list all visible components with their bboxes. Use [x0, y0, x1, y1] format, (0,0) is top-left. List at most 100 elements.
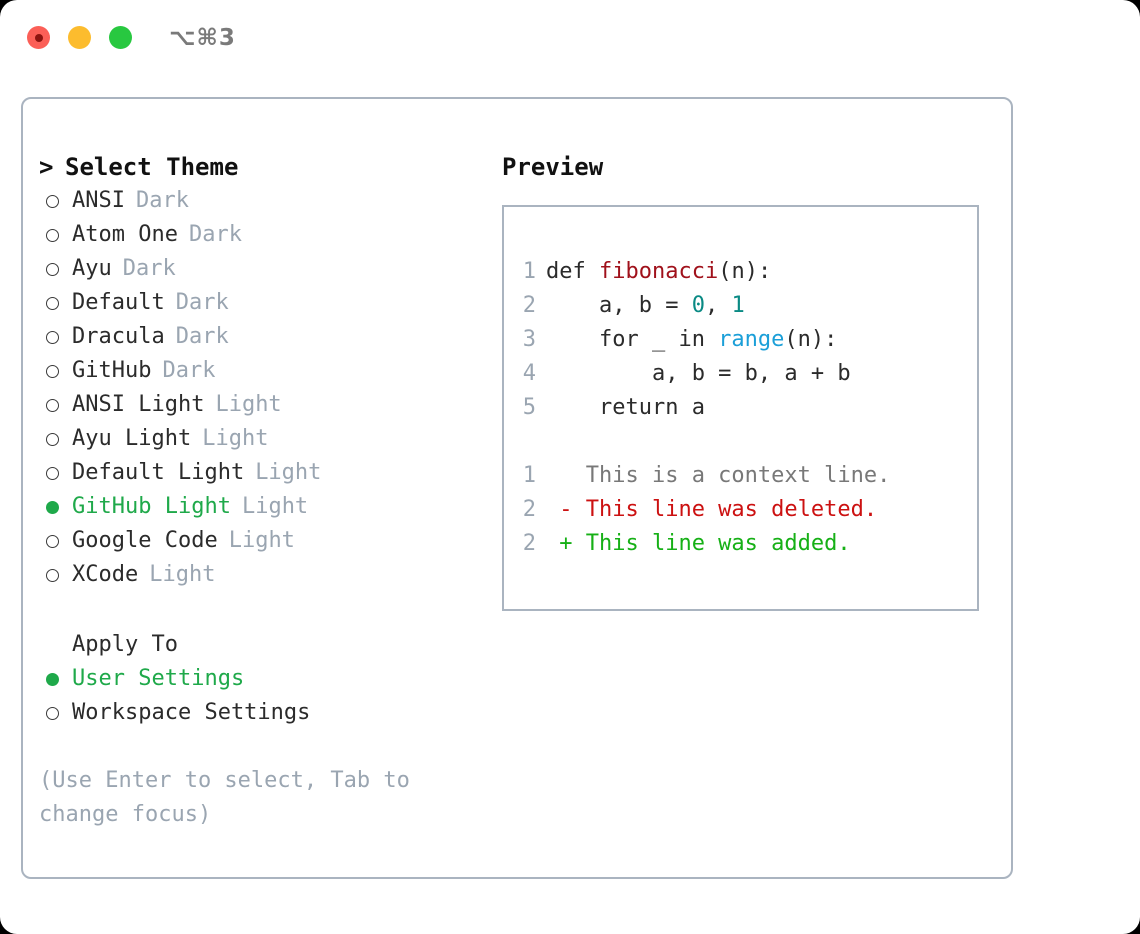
theme-variant-tag: Light — [215, 392, 282, 417]
apply-to-label: Workspace Settings — [72, 700, 311, 725]
diff-sample: 1 This is a context line.2 - This line w… — [504, 459, 977, 561]
radio-unselected-icon — [46, 706, 59, 720]
diff-text-add: + This line was added. — [546, 531, 851, 556]
apply-to-option[interactable]: User Settings — [39, 662, 489, 696]
theme-variant-tag: Dark — [135, 188, 189, 213]
code-line: 3 for _ in range(n): — [504, 323, 977, 357]
code-token-call: range — [718, 327, 785, 352]
diff-line: 1 This is a context line. — [504, 459, 977, 493]
diff-line: 2 + This line was added. — [504, 527, 977, 561]
theme-list-item[interactable]: Dracula Dark — [39, 320, 489, 354]
diff-text-ctx: This is a context line. — [546, 463, 891, 488]
theme-name: ANSI Light — [72, 392, 205, 417]
radio-unselected-icon — [46, 364, 59, 378]
theme-variant-tag: Light — [241, 494, 309, 519]
theme-name: GitHub — [72, 358, 152, 383]
theme-variant-tag: Dark — [188, 222, 242, 247]
code-token-fn: fibonacci — [598, 259, 719, 284]
line-number: 2 — [522, 497, 536, 522]
code-line: 2 a, b = 0, 1 — [504, 289, 977, 323]
theme-name: Google Code — [72, 528, 218, 553]
line-number: 4 — [522, 361, 536, 386]
radio-unselected-icon — [46, 194, 59, 208]
diff-line: 2 - This line was deleted. — [504, 493, 977, 527]
title-bar: ⌥⌘3 — [0, 0, 1140, 78]
code-token-plain: (n): — [718, 259, 772, 284]
code-text: return a — [546, 391, 705, 425]
radio-unselected-icon — [46, 466, 59, 480]
theme-variant-tag: Dark — [122, 256, 176, 281]
code-token-plain: return a — [546, 395, 705, 420]
theme-variant-tag: Dark — [162, 358, 216, 383]
theme-list-item[interactable]: Ayu Dark — [39, 252, 489, 286]
line-number: 5 — [522, 395, 536, 420]
minimize-button[interactable] — [68, 26, 91, 49]
code-text: for _ in range(n): — [546, 323, 837, 357]
theme-list-item[interactable]: Ayu Light Light — [39, 422, 489, 456]
caret-icon: > — [39, 153, 54, 181]
theme-name: Ayu Light — [72, 426, 192, 451]
theme-name: Default Light — [72, 460, 245, 485]
line-number: 2 — [522, 293, 536, 318]
code-line: 5 return a — [504, 391, 977, 425]
radio-unselected-icon — [46, 330, 59, 344]
code-token-plain: a, b = b, a + b — [546, 361, 851, 386]
code-token-plain: def — [546, 259, 599, 284]
preview-title: Preview — [502, 153, 604, 181]
apply-to-option[interactable]: Workspace Settings — [39, 696, 489, 730]
theme-name: Ayu — [72, 256, 112, 281]
code-token-plain: for _ in — [546, 327, 719, 352]
radio-unselected-icon — [46, 296, 59, 310]
theme-list-item[interactable]: GitHub Dark — [39, 354, 489, 388]
radio-unselected-icon — [46, 568, 59, 582]
code-token-plain: (n): — [784, 327, 838, 352]
radio-unselected-icon — [46, 432, 59, 446]
line-number: 1 — [522, 259, 536, 284]
zoom-button[interactable] — [109, 26, 132, 49]
code-spacer — [504, 425, 977, 459]
code-token-plain: a, b = — [546, 293, 692, 318]
theme-variant-tag: Dark — [175, 290, 229, 315]
code-text: def fibonacci(n): — [546, 255, 771, 289]
keyboard-shortcut-label: ⌥⌘3 — [169, 25, 236, 51]
code-token-num: 0 — [691, 293, 705, 318]
select-theme-header: > Select Theme — [39, 150, 489, 184]
theme-variant-tag: Dark — [175, 324, 229, 349]
radio-unselected-icon — [46, 228, 59, 242]
select-theme-label: Select Theme — [65, 153, 239, 181]
close-button[interactable] — [27, 26, 50, 49]
line-number: 3 — [522, 327, 536, 352]
apply-to-label: User Settings — [72, 666, 245, 691]
theme-list-item[interactable]: Atom One Dark — [39, 218, 489, 252]
radio-selected-icon — [46, 672, 59, 686]
radio-unselected-icon — [46, 262, 59, 276]
radio-unselected-icon — [46, 534, 59, 548]
line-number: 1 — [522, 463, 536, 488]
code-text: a, b = 0, 1 — [546, 289, 745, 323]
theme-name: Atom One — [72, 222, 178, 247]
theme-name: XCode — [72, 562, 139, 587]
theme-name: Dracula — [72, 324, 165, 349]
theme-list-item[interactable]: ANSI Light Light — [39, 388, 489, 422]
diff-text-del: - This line was deleted. — [546, 497, 878, 522]
theme-variant-tag: Light — [202, 426, 269, 451]
theme-variant-tag: Light — [228, 528, 295, 553]
theme-list-item[interactable]: Google Code Light — [39, 524, 489, 558]
code-token-num: 1 — [731, 293, 745, 318]
line-number: 2 — [522, 531, 536, 556]
window-controls — [27, 26, 132, 49]
